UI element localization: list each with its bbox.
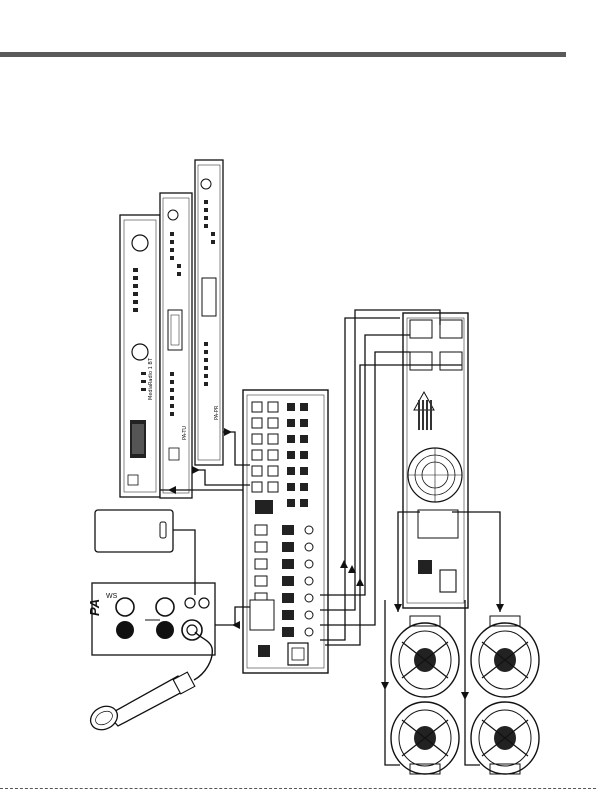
rack-unit-tuner: PA-TU — [160, 193, 192, 498]
rack-unit-media-player: MediaRadio 1 BT — [120, 215, 160, 497]
paging-brand: PA — [87, 599, 102, 616]
rack-unit-preamp: PA-PR — [195, 160, 223, 465]
cable-tuner-mixer — [192, 470, 250, 485]
media-player-label: MediaRadio 1 BT — [148, 357, 154, 400]
preamp-label: PA-PR — [214, 405, 220, 420]
speaker-bottom-left — [391, 702, 459, 774]
cable-mixer-amp-2 — [320, 335, 410, 595]
mixer-amplifier — [243, 390, 328, 673]
speaker-top-right — [471, 616, 539, 697]
speaker-top-left — [391, 616, 459, 697]
paging-station: PA WS — [87, 583, 215, 655]
paging-model: WS — [106, 593, 118, 600]
speaker-bottom-right — [471, 702, 539, 774]
power-amplifier — [403, 313, 468, 608]
footer-rule — [0, 788, 596, 789]
wireless-receiver — [95, 510, 173, 552]
tuner-label: PA-TU — [182, 426, 188, 440]
